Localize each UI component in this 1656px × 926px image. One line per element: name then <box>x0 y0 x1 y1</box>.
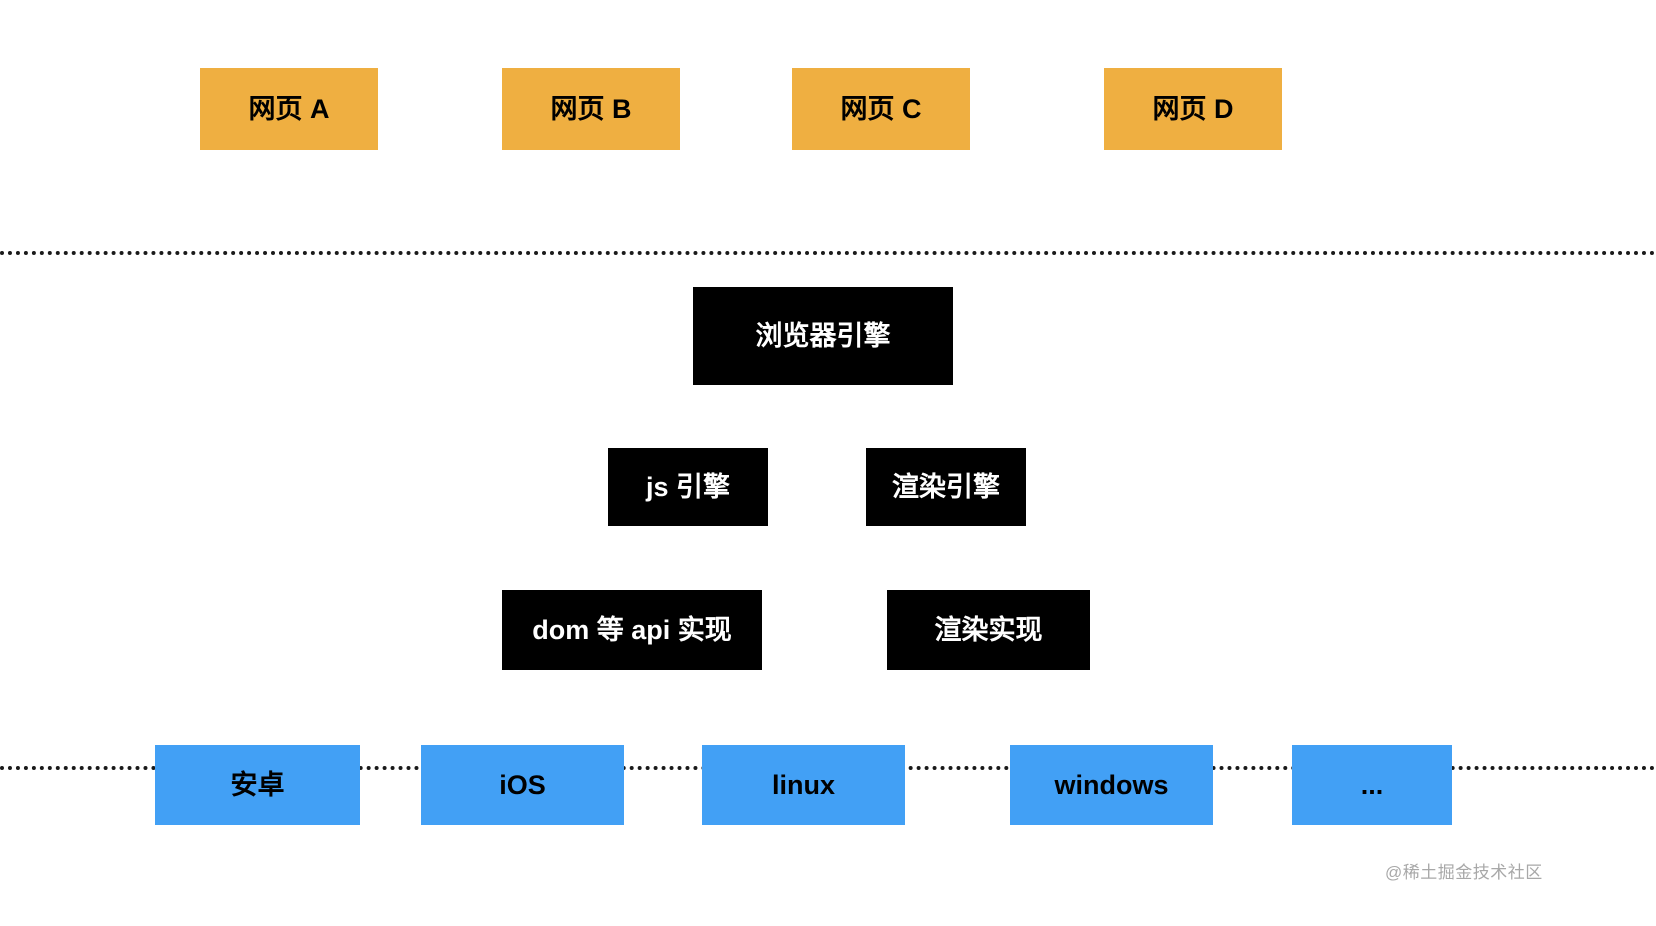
node-os-windows: windows <box>1010 745 1213 825</box>
node-web-page-a: 网页 A <box>200 68 378 150</box>
node-browser-engine: 浏览器引擎 <box>693 287 953 385</box>
node-render-engine: 渲染引擎 <box>866 448 1026 526</box>
node-os-more: ... <box>1292 745 1452 825</box>
node-web-page-d: 网页 D <box>1104 68 1282 150</box>
divider-pages-engine <box>0 251 1656 255</box>
node-js-engine: js 引擎 <box>608 448 768 526</box>
watermark: @稀土掘金技术社区 <box>1385 863 1543 882</box>
node-os-linux: linux <box>702 745 905 825</box>
node-render-impl: 渲染实现 <box>887 590 1090 670</box>
node-web-page-c: 网页 C <box>792 68 970 150</box>
node-dom-api-impl: dom 等 api 实现 <box>502 590 762 670</box>
node-os-ios: iOS <box>421 745 624 825</box>
node-os-android: 安卓 <box>155 745 360 825</box>
node-web-page-b: 网页 B <box>502 68 680 150</box>
